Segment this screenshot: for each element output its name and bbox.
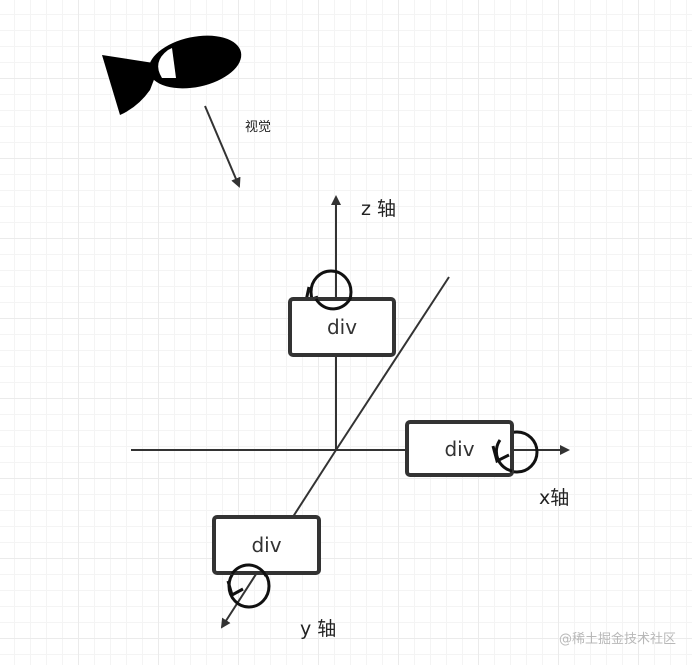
- watermark: @稀土掘金技术社区: [558, 632, 676, 647]
- vision-label: 视觉: [245, 120, 272, 135]
- y-axis-label: y 轴: [300, 618, 337, 640]
- z-axis-label: z 轴: [361, 198, 397, 220]
- div-box-right: div: [405, 420, 514, 477]
- vision-arrow: [204, 105, 241, 188]
- div-box-label: div: [251, 533, 282, 557]
- div-box-label: div: [444, 436, 475, 461]
- x-axis-label: x轴: [539, 487, 570, 509]
- div-box-left: div: [212, 515, 321, 575]
- div-box-label: div: [326, 315, 358, 339]
- eye-icon: [102, 35, 242, 115]
- diagonal-axis-line: [335, 276, 450, 451]
- div-box-top: div: [288, 297, 396, 357]
